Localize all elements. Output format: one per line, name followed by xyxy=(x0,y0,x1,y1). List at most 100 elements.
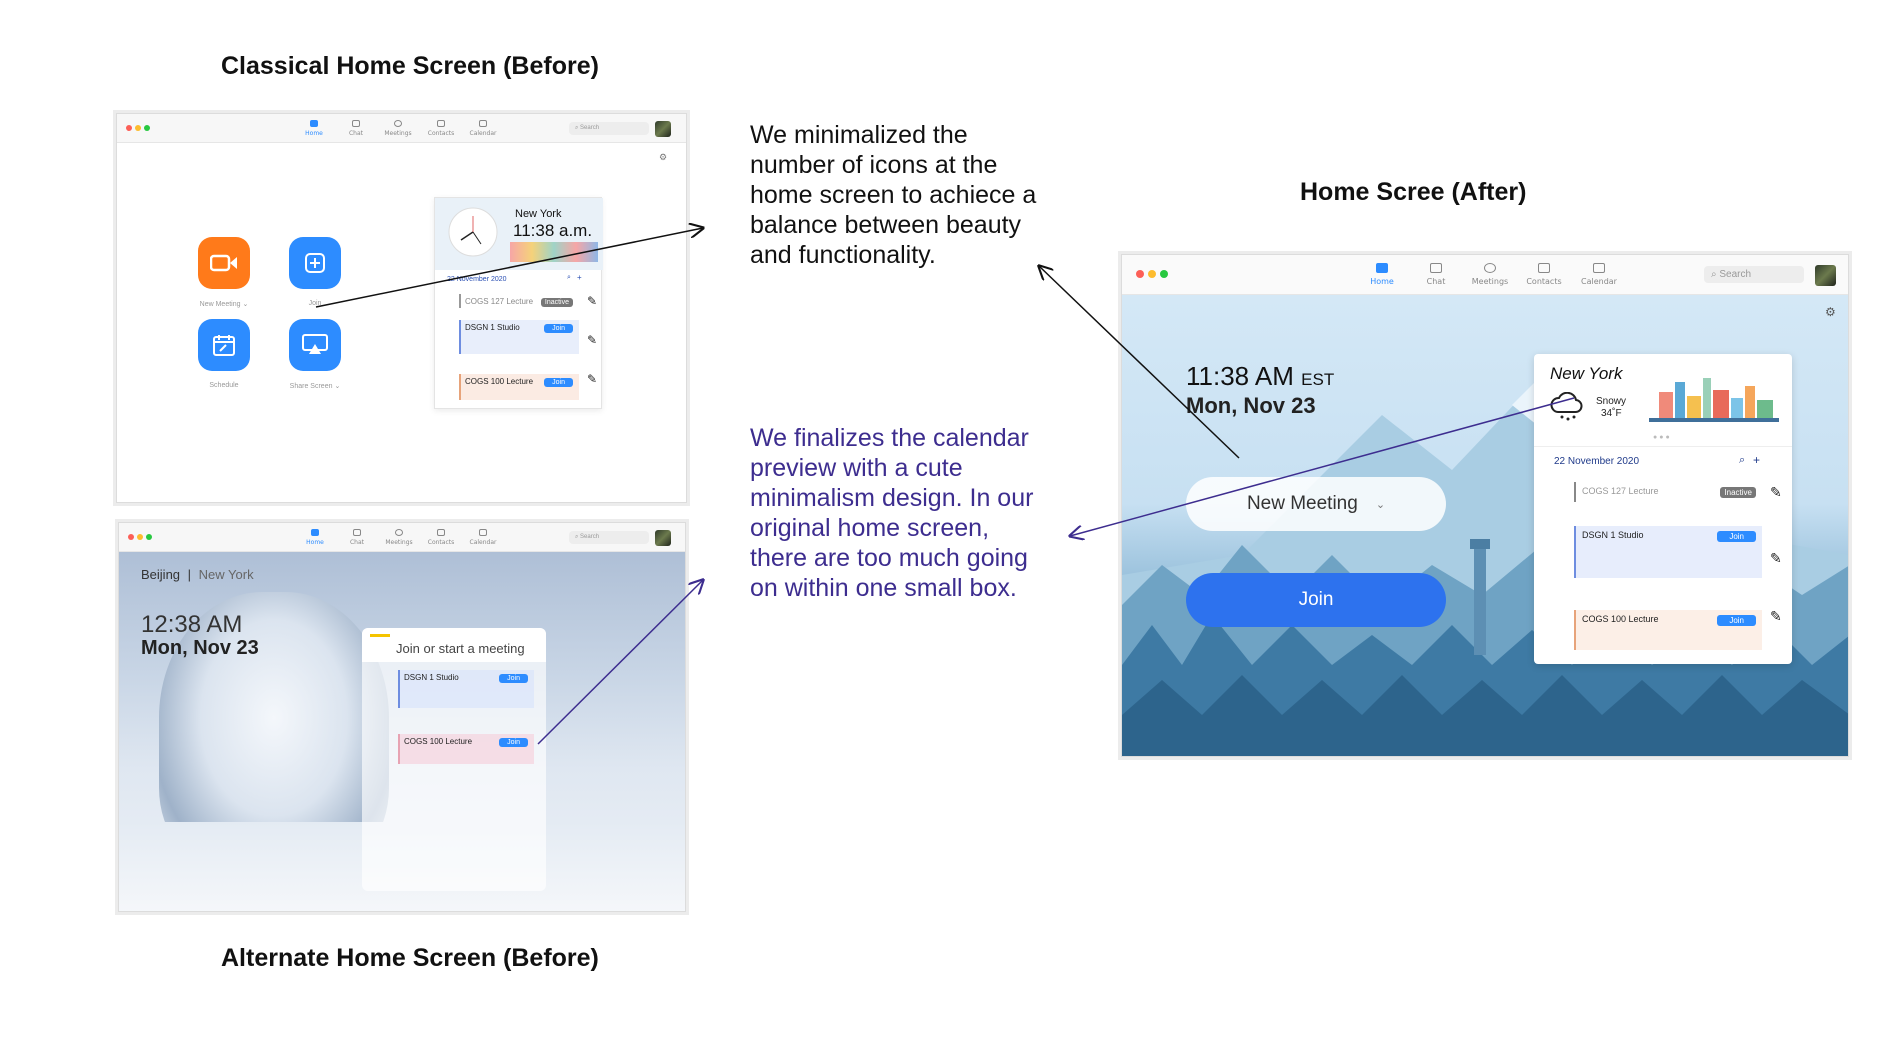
carousel-dots[interactable]: ●●● xyxy=(1653,434,1672,441)
city-separator: | xyxy=(187,567,192,582)
clock-time: 11:38 a.m. xyxy=(513,221,593,240)
join-button[interactable] xyxy=(289,237,341,289)
pencil-icon[interactable]: ✎ xyxy=(587,333,598,347)
event-cogs100[interactable]: COGS 100 Lecture Join xyxy=(459,374,579,400)
title-bar: Home Chat Meetings Contacts Calendar ⌕ S… xyxy=(119,523,685,552)
nav-label: Contacts xyxy=(1526,277,1562,286)
join-button[interactable]: Join xyxy=(1186,573,1446,627)
nav-calendar[interactable]: Calendar xyxy=(467,120,499,137)
event-dsgn1[interactable]: DSGN 1 Studio Join xyxy=(398,670,534,708)
schedule-icon xyxy=(213,335,235,356)
weather-header: New York Snowy 34˚F ●●● xyxy=(1534,354,1792,444)
search-input[interactable]: ⌕ Search xyxy=(569,122,649,135)
nav-home[interactable]: Home xyxy=(298,120,330,137)
nav-calendar[interactable]: Calendar xyxy=(467,529,499,546)
new-meeting-label: New Meeting xyxy=(1246,493,1358,514)
nav-label: Contacts xyxy=(427,130,455,137)
join-button[interactable]: Join xyxy=(499,674,528,683)
add-icon[interactable]: + xyxy=(577,273,582,282)
nav-label: Home xyxy=(305,130,323,137)
nav-chat[interactable]: Chat xyxy=(341,529,373,546)
avatar[interactable] xyxy=(1815,265,1836,286)
classical-window: Home Chat Meetings Contacts Calendar ⌕ S… xyxy=(116,113,687,503)
share-screen-label: Share Screen ⌄ xyxy=(270,382,360,390)
title-bar: Home Chat Meetings Contacts Calendar ⌕ S… xyxy=(1122,255,1848,295)
join-button[interactable]: Join xyxy=(544,324,573,333)
nav-meetings[interactable]: Meetings xyxy=(1468,263,1512,286)
gear-icon[interactable]: ⚙ xyxy=(1825,305,1836,319)
search-input[interactable]: ⌕ Search xyxy=(569,531,649,544)
share-screen-button[interactable] xyxy=(289,319,341,371)
nav-label: Calendar xyxy=(469,539,497,546)
add-icon[interactable]: + xyxy=(1753,453,1761,467)
avatar[interactable] xyxy=(655,121,671,137)
contacts-icon xyxy=(1538,263,1550,273)
maximize-dot[interactable] xyxy=(1160,270,1168,278)
new-meeting-label: New Meeting ⌄ xyxy=(179,300,269,308)
new-meeting-button[interactable] xyxy=(198,237,250,289)
city-switch: Beijing | New York xyxy=(141,567,254,582)
close-dot[interactable] xyxy=(126,125,132,131)
clock-icon xyxy=(394,120,402,127)
close-dot[interactable] xyxy=(1136,270,1144,278)
search-input[interactable]: ⌕ Search xyxy=(1704,266,1804,283)
home-icon xyxy=(311,529,319,536)
pencil-icon[interactable]: ✎ xyxy=(1770,484,1782,500)
nav-home[interactable]: Home xyxy=(1360,263,1404,286)
note-line: minimalism design. In our xyxy=(750,484,1034,512)
event-cogs127[interactable]: COGS 127 Lecture Inactive xyxy=(1574,482,1762,502)
pencil-icon[interactable]: ✎ xyxy=(1770,550,1782,566)
minimize-dot[interactable] xyxy=(135,125,141,131)
heading-classical: Classical Home Screen (Before) xyxy=(221,52,599,80)
join-button[interactable]: Join xyxy=(1717,615,1756,626)
pencil-icon[interactable]: ✎ xyxy=(587,372,598,386)
join-card-header[interactable]: Join or start a meeting xyxy=(362,628,546,662)
join-button[interactable]: Join xyxy=(499,738,528,747)
close-dot[interactable] xyxy=(128,534,134,540)
title-bar: Home Chat Meetings Contacts Calendar ⌕ S… xyxy=(117,114,686,143)
avatar[interactable] xyxy=(655,530,671,546)
new-meeting-button[interactable]: New Meeting ⌄ xyxy=(1186,477,1446,531)
nav-meetings[interactable]: Meetings xyxy=(382,120,414,137)
event-title: COGS 127 Lecture xyxy=(465,297,534,306)
nav-chat[interactable]: Chat xyxy=(1414,263,1458,286)
minimize-dot[interactable] xyxy=(137,534,143,540)
pencil-icon[interactable]: ✎ xyxy=(1770,608,1782,624)
clock-icon xyxy=(395,529,403,536)
note-line: there are too much going xyxy=(750,544,1028,572)
city-new-york[interactable]: New York xyxy=(198,567,254,582)
gear-icon[interactable]: ⚙ xyxy=(659,152,668,162)
join-button[interactable]: Join xyxy=(1717,531,1756,542)
time-value: 11:38 AM xyxy=(1186,361,1294,391)
event-dsgn1[interactable]: DSGN 1 Studio Join xyxy=(459,320,579,354)
join-label: Join xyxy=(308,300,322,307)
nav-contacts[interactable]: Contacts xyxy=(425,120,457,137)
nav-home[interactable]: Home xyxy=(299,529,331,546)
maximize-dot[interactable] xyxy=(144,125,150,131)
calendar-divider xyxy=(1534,446,1792,447)
nav-calendar[interactable]: Calendar xyxy=(1577,263,1621,286)
event-dsgn1[interactable]: DSGN 1 Studio Join xyxy=(1574,526,1762,578)
search-icon[interactable]: ⌕ xyxy=(1739,454,1746,466)
calendar-date: 22 November 2020 xyxy=(1554,456,1640,467)
minimize-dot[interactable] xyxy=(1148,270,1156,278)
nav-contacts[interactable]: Contacts xyxy=(425,529,457,546)
join-button[interactable]: Join xyxy=(544,378,573,387)
maximize-dot[interactable] xyxy=(146,534,152,540)
snow-background xyxy=(119,552,685,911)
join-card: Join or start a meeting DSGN 1 Studio Jo… xyxy=(362,628,546,891)
event-cogs127[interactable]: COGS 127 Lecture Inactive xyxy=(459,294,579,308)
event-cogs100[interactable]: COGS 100 Lecture Join xyxy=(1574,610,1762,650)
search-icon: ⌕ xyxy=(1711,269,1717,280)
pencil-icon[interactable]: ✎ xyxy=(587,294,598,308)
search-icon[interactable]: ⌕ xyxy=(567,274,571,281)
event-cogs100[interactable]: COGS 100 Lecture Join xyxy=(398,734,534,764)
note-line: on within one small box. xyxy=(750,574,1017,602)
schedule-button[interactable] xyxy=(198,319,250,371)
city-beijing[interactable]: Beijing xyxy=(141,567,181,582)
nav-contacts[interactable]: Contacts xyxy=(1522,263,1566,286)
nav-chat[interactable]: Chat xyxy=(340,120,372,137)
nav-meetings[interactable]: Meetings xyxy=(383,529,415,546)
search-placeholder: Search xyxy=(1719,269,1752,280)
calendar-panel: New York 11:38 a.m. 22 November 2020 ⌕ +… xyxy=(434,197,603,409)
